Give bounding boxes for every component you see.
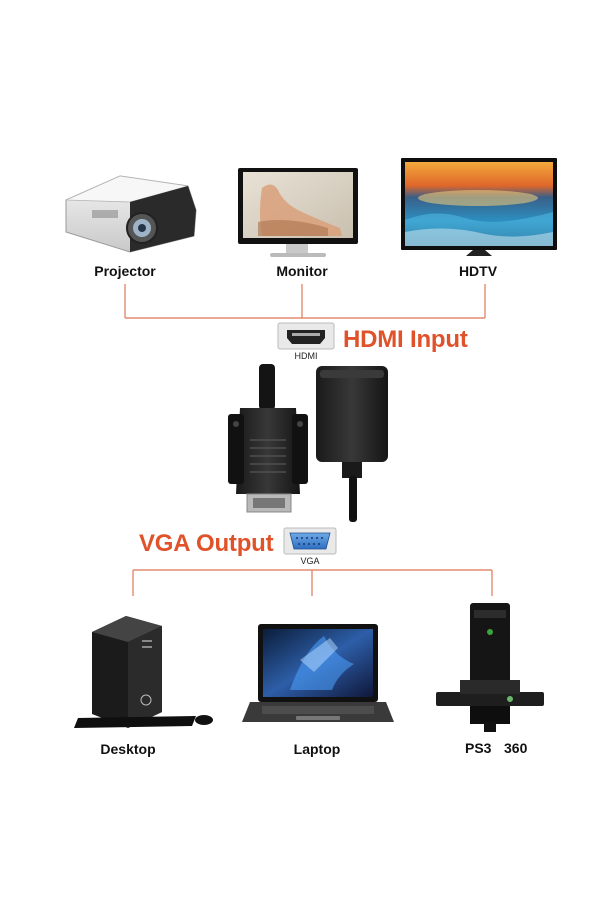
desktop-label: Desktop: [100, 741, 156, 757]
vga-port-label: VGA: [300, 556, 320, 566]
hdmi-adapter-box-image: [316, 366, 388, 522]
laptop-image: [242, 624, 394, 722]
projector-image: [65, 175, 197, 253]
vga-port-icon: [283, 527, 337, 555]
console-image: [436, 603, 544, 732]
monitor-label: Monitor: [276, 263, 328, 279]
ps3-label: PS3: [465, 740, 492, 756]
vga-connector-lines: [132, 569, 493, 596]
desktop-image: [74, 616, 213, 728]
hdmi-input-title: HDMI Input: [343, 326, 468, 353]
hdtv-label: HDTV: [458, 263, 498, 279]
laptop-label: Laptop: [293, 741, 341, 757]
vga-output-title: VGA Output: [139, 530, 274, 557]
hdmi-port-label: HDMI: [294, 351, 318, 361]
hdmi-port-icon: [277, 322, 335, 350]
monitor-image: [238, 168, 358, 257]
hdtv-image: [401, 158, 557, 256]
vga-plug-image: [228, 364, 308, 513]
hdmi-connector-lines: [124, 284, 486, 319]
projector-label: Projector: [94, 263, 156, 279]
xbox-360-label: 360: [504, 740, 528, 756]
